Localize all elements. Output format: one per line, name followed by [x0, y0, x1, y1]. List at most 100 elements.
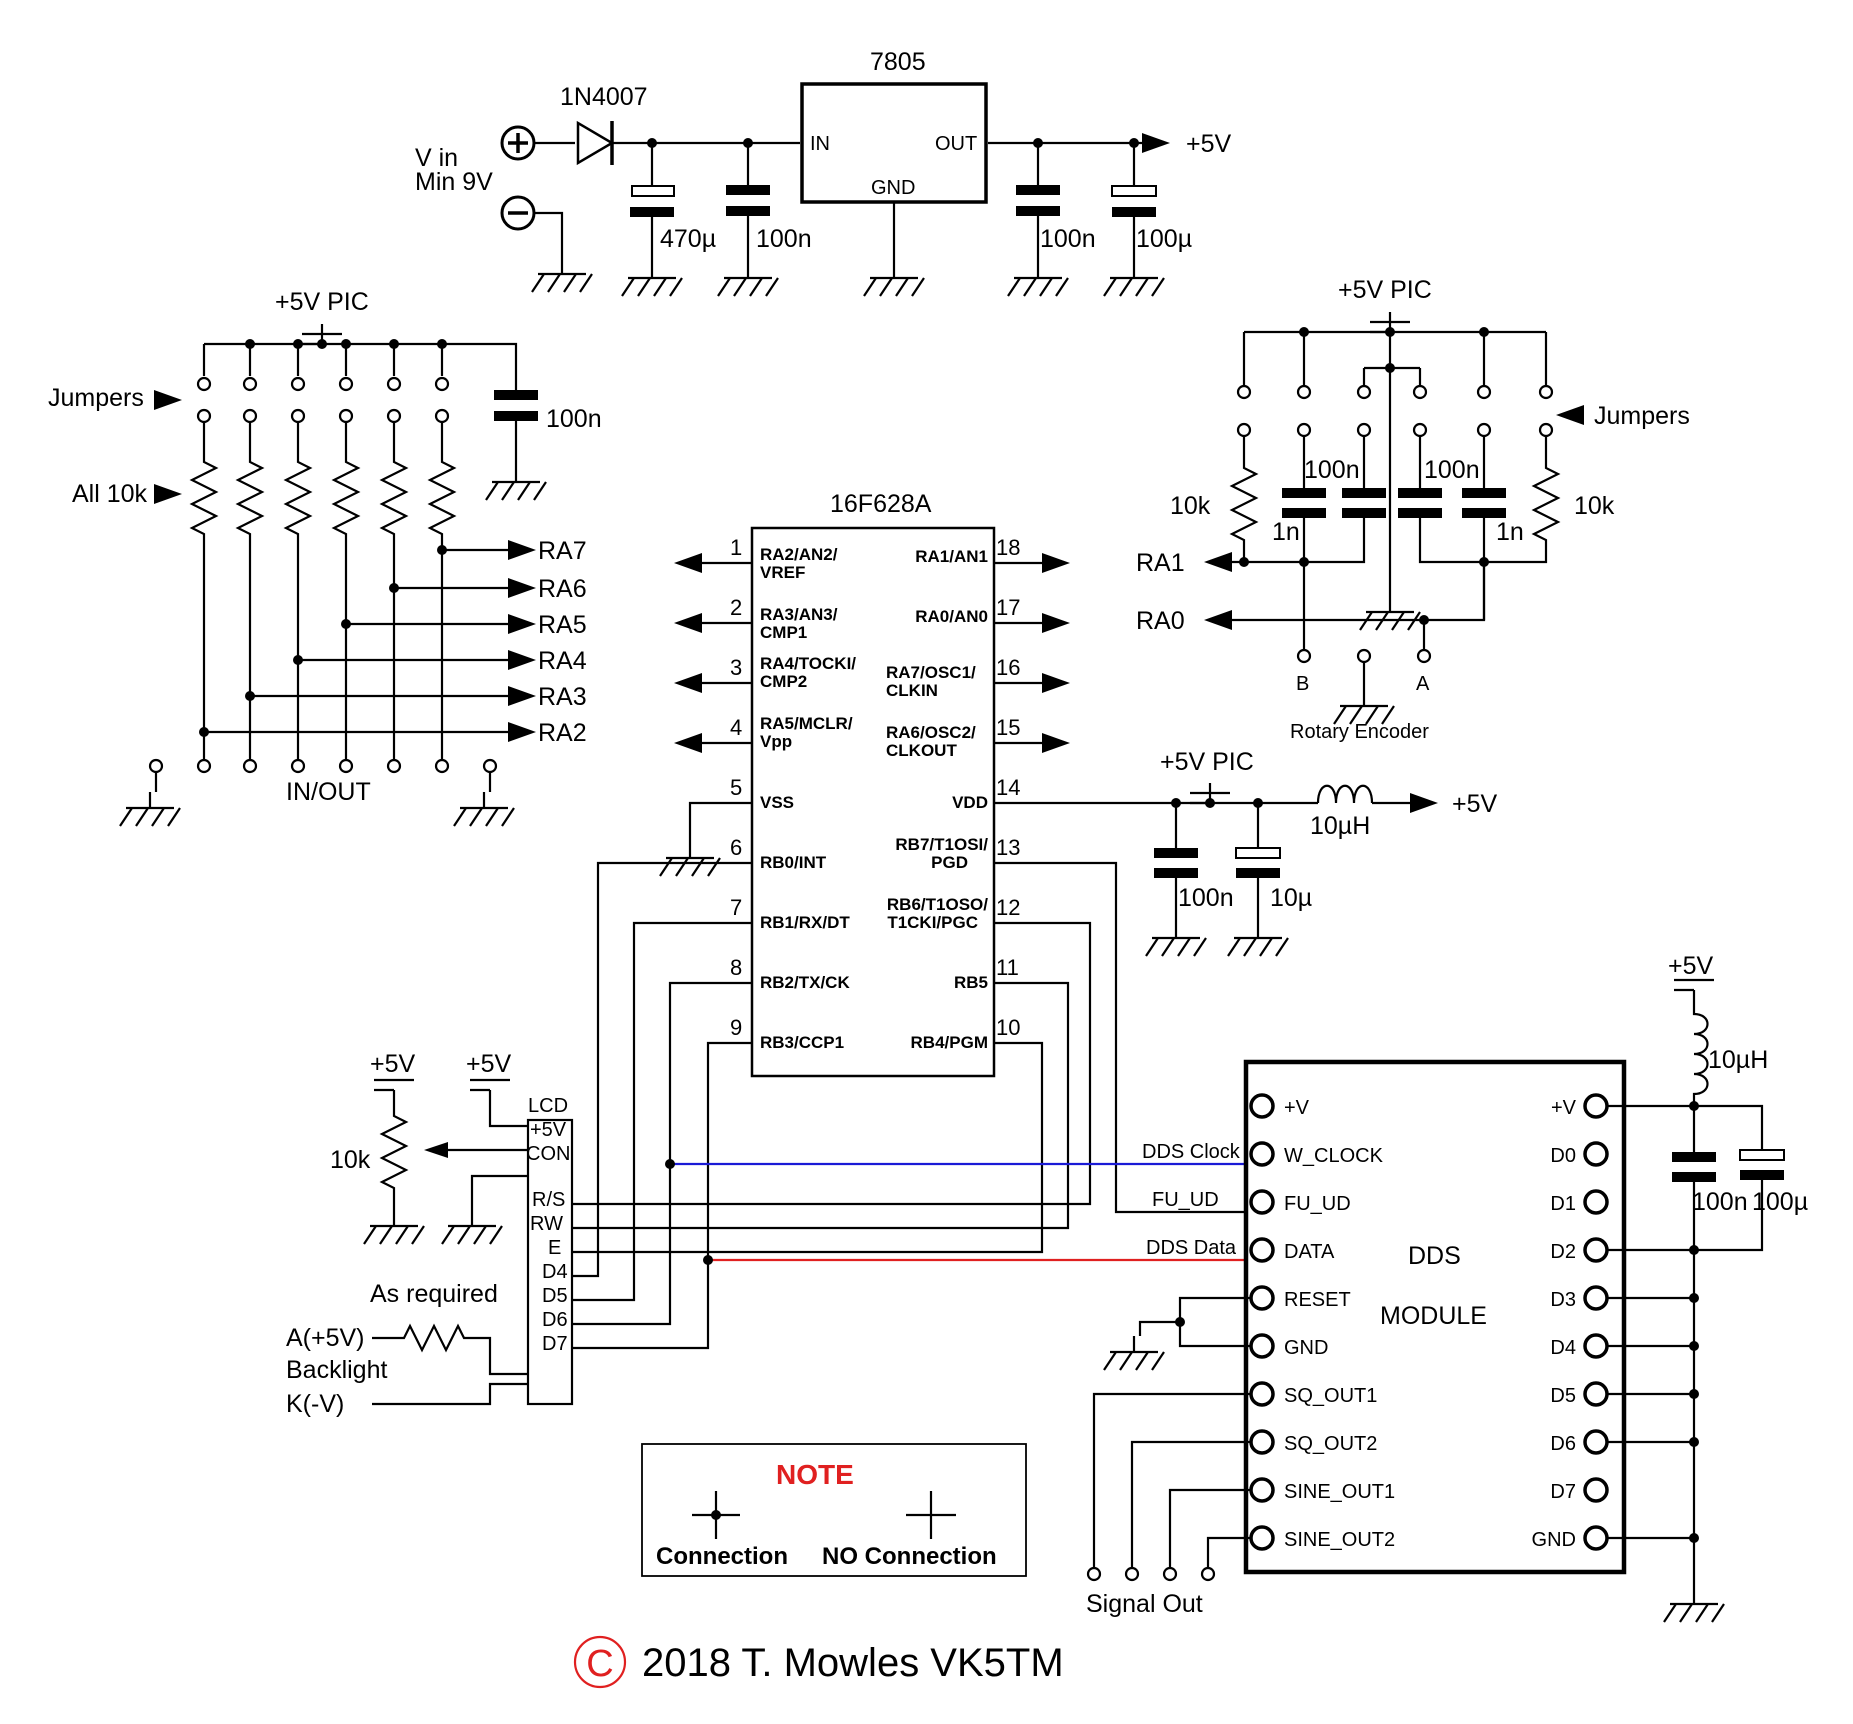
backlight-req-label: As required	[370, 1280, 498, 1308]
encoder-name-label: Rotary Encoder	[1290, 721, 1429, 743]
dds-c2-label: 100µ	[1752, 1188, 1808, 1216]
cap-100n-in-label: 100n	[756, 225, 812, 253]
pin-15-number: 15	[996, 715, 1020, 740]
lcd-pin-5v: +5V	[530, 1119, 567, 1141]
input-cap-label: 100n	[546, 405, 602, 433]
lcd-pin-e: E	[548, 1237, 561, 1259]
cap-100n-out-label: 100n	[1040, 225, 1096, 253]
cap-470u-label: 470µ	[660, 225, 716, 253]
pin-9-label: RB3/CCP1	[760, 1033, 844, 1052]
lcd-pot-label: 10k	[330, 1146, 371, 1174]
pin-15-label2: CLKOUT	[886, 741, 957, 760]
pin-9-number: 9	[730, 1015, 742, 1040]
pin-4-label2: Vpp	[760, 732, 792, 751]
pic-c2-label: 10µ	[1270, 884, 1312, 912]
pin-17-label: RA0/AN0	[915, 607, 988, 626]
connection-dot-icon	[711, 1510, 721, 1520]
note-legend: NOTE Connection NO Connection	[641, 1443, 1027, 1577]
pin-13-label: RB7/T1OSI/	[895, 835, 988, 854]
note-no-connection-label: NO Connection	[822, 1543, 997, 1570]
encoder-r-left-label: 10k	[1170, 492, 1211, 520]
note-title: NOTE	[776, 1459, 854, 1490]
lcd-pin-d7: D7	[542, 1333, 568, 1355]
pic-16f628a: 16F628A 1 RA2/AN2/ VREF 2 RA3/AN3/ CMP1 …	[658, 490, 1070, 1078]
dds-pin-d0: D0	[1550, 1145, 1576, 1167]
signal-out-terminals[interactable]	[1086, 1566, 1216, 1582]
dds-pin-gnd-left: GND	[1284, 1337, 1328, 1359]
dds-title1: DDS	[1408, 1242, 1461, 1270]
dds-pin-reset: RESET	[1284, 1289, 1351, 1311]
pin-17-number: 17	[996, 595, 1020, 620]
dds-pin-d7: D7	[1550, 1481, 1576, 1503]
regulator-in-label: IN	[810, 133, 830, 155]
dds-pin-vplus-left: +V	[1284, 1097, 1310, 1119]
lcd-pin-con: CON	[526, 1143, 570, 1165]
pin-10-number: 10	[996, 1015, 1020, 1040]
inout-pins[interactable]	[148, 758, 498, 774]
net-clock-label: DDS Clock	[1142, 1141, 1241, 1163]
dds-pin-gnd-right: GND	[1532, 1529, 1576, 1551]
dds-pin-sqout2: SQ_OUT2	[1284, 1433, 1377, 1455]
backlight-anode-label: A(+5V)	[286, 1324, 365, 1352]
dds-pin-d1: D1	[1550, 1193, 1576, 1215]
encoder-jumpers-label: Jumpers	[1594, 402, 1690, 430]
pin-4-number: 4	[730, 715, 742, 740]
dds-right-pins[interactable]	[1583, 1093, 1609, 1551]
input-jumper-pins[interactable]	[196, 376, 450, 424]
pin-5-number: 5	[730, 775, 742, 800]
lcd-supply2-label: +5V	[466, 1050, 512, 1078]
pic-supply-section: +5V PIC 100n 10µ 10µH +5V	[994, 748, 1498, 958]
pin-14-label: VDD	[952, 793, 988, 812]
diode-label: 1N4007	[560, 83, 648, 111]
pin-13-number: 13	[996, 835, 1020, 860]
dds-left-pins[interactable]	[1249, 1093, 1275, 1551]
pin-8-label: RB2/TX/CK	[760, 973, 850, 992]
encoder-jumper-pins[interactable]	[1236, 384, 1554, 438]
encoder-terminals[interactable]	[1296, 648, 1432, 664]
encoder-c-left-label: 100n	[1304, 456, 1360, 484]
pin-12-label2: T1CKI/PGC	[887, 913, 978, 932]
dds-inductor-label: 10µH	[1708, 1046, 1768, 1074]
dds-title2: MODULE	[1380, 1302, 1487, 1330]
inout-label: IN/OUT	[286, 778, 371, 806]
pin-15-label: RA6/OSC2/	[886, 723, 976, 742]
copyright-symbol: C	[586, 1643, 613, 1685]
pin-18-number: 18	[996, 535, 1020, 560]
vin-label: V in	[415, 144, 458, 172]
ra6-label: RA6	[538, 575, 587, 603]
regulator-out-label: OUT	[935, 133, 977, 155]
pin-3-label: RA4/TOCKI/	[760, 654, 856, 673]
pin-4-label: RA5/MCLR/	[760, 714, 853, 733]
pin-14-number: 14	[996, 775, 1020, 800]
note-connection-label: Connection	[656, 1543, 788, 1570]
pic-inductor-label: 10µH	[1310, 812, 1370, 840]
regulator-label: 7805	[870, 48, 926, 76]
lcd-pin-d6: D6	[542, 1309, 568, 1331]
pin-2-label2: CMP1	[760, 623, 807, 642]
lcd-supply1-label: +5V	[370, 1050, 416, 1078]
copyright: C 2018 T. Mowles VK5TM	[573, 1635, 1064, 1689]
pin-6-number: 6	[730, 835, 742, 860]
encoder-a-label: A	[1416, 673, 1430, 695]
pin-12-label: RB6/T1OSO/	[887, 895, 988, 914]
dds-pin-vplus-right: +V	[1551, 1097, 1577, 1119]
pin-2-number: 2	[730, 595, 742, 620]
pin-1-label2: VREF	[760, 563, 805, 582]
dds-supply-label: +5V	[1668, 952, 1714, 980]
pin-2-label: RA3/AN3/	[760, 605, 838, 624]
dds-pin-fuud: FU_UD	[1284, 1193, 1351, 1215]
encoder-c-small-right-label: 1n	[1496, 518, 1524, 546]
net-fuud-label: FU_UD	[1152, 1189, 1219, 1211]
pin-5-label: VSS	[760, 793, 794, 812]
interconnect-wires: DDS Clock FU_UD DDS Data	[572, 861, 1246, 1350]
dds-pin-d5: D5	[1550, 1385, 1576, 1407]
pin-7-label: RB1/RX/DT	[760, 913, 850, 932]
backlight-label: Backlight	[286, 1356, 387, 1384]
ra5-label: RA5	[538, 611, 587, 639]
ra2-label: RA2	[538, 719, 587, 747]
rotary-encoder-section: +5V PIC Jumpers 10k 10k 100n 100n 1n	[1136, 276, 1690, 743]
pin-13-label2: PGD	[931, 853, 968, 872]
lcd-pin-rw: RW	[530, 1213, 563, 1235]
copyright-text: 2018 T. Mowles VK5TM	[642, 1641, 1064, 1685]
cap-100u-label: 100µ	[1136, 225, 1192, 253]
